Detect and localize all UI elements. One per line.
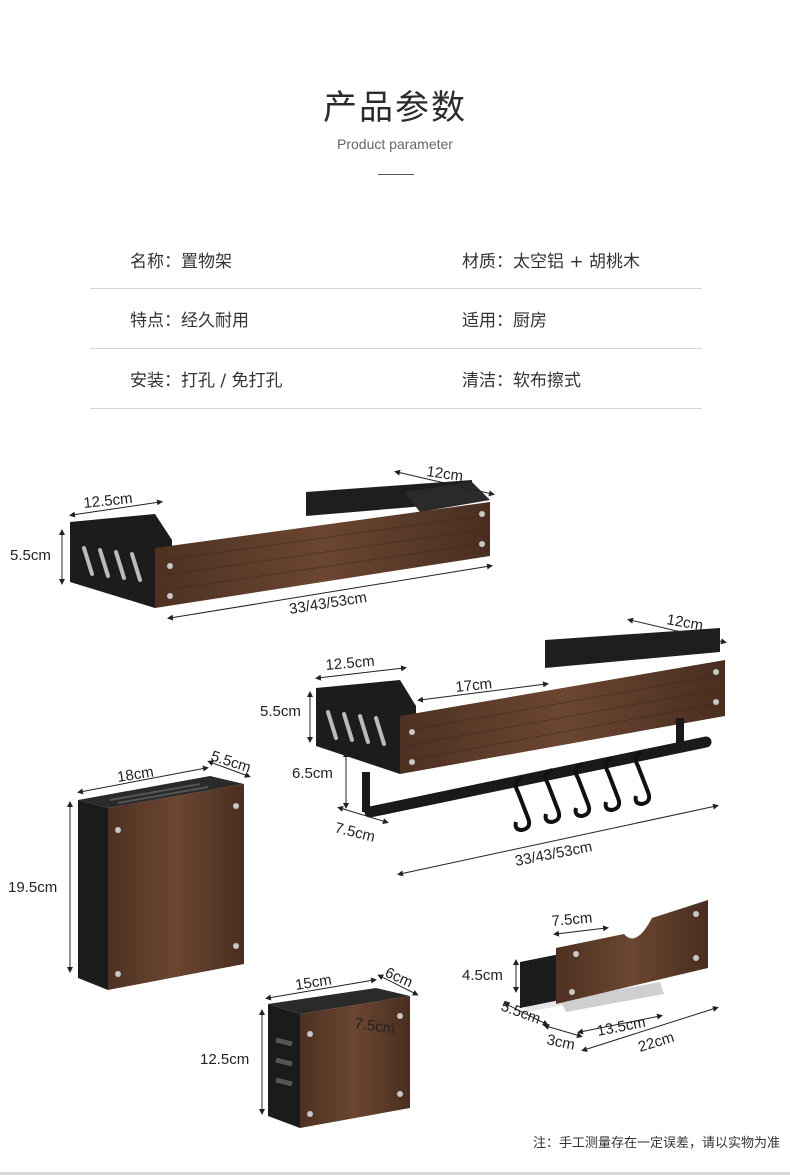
dim-tissue-top: 7.5cm [551, 909, 593, 929]
knife-block [78, 776, 244, 990]
knife-block-wood-front [108, 784, 244, 990]
screw [115, 827, 121, 833]
screw [479, 511, 485, 517]
screw [713, 669, 719, 675]
measurement-note: 注：手工测量存在一定误差，请以实物为准 [532, 1136, 780, 1151]
dim-shelf2-rail-drop: 6.5cm [292, 765, 333, 782]
spec-usage: 适用：厨房 [462, 311, 547, 331]
dim-utensil-depth: 6cm [382, 964, 415, 991]
dim-knife-height: 19.5cm [8, 879, 57, 896]
shelf-2-wood-grain [409, 675, 716, 761]
dim-tissue-lip: 3cm [545, 1031, 576, 1054]
page-title: 产品参数 [323, 88, 467, 128]
screw [693, 955, 699, 961]
screw [409, 729, 415, 735]
dim-shelf2-depth: 12.5cm [325, 653, 375, 674]
dim-knife-width: 18cm [116, 763, 155, 786]
shelf-2-left-side [316, 680, 416, 774]
screw [397, 1013, 403, 1019]
dim-shelf1-depth: 12.5cm [83, 490, 134, 512]
dim-tissue-height: 4.5cm [462, 967, 503, 984]
dim-tissue-inner: 13.5cm [596, 1014, 648, 1040]
tissue-holder [520, 900, 708, 1012]
screw [307, 1031, 313, 1037]
tissue-holder-shelf [560, 982, 664, 1012]
utensil-box-wood-front [300, 996, 410, 1128]
dim-shelf1-length: 33/43/53cm [288, 589, 368, 618]
dim-shelf2-inner: 17cm [455, 675, 493, 696]
spec-cleaning: 清洁：软布擦式 [462, 371, 581, 391]
shelf-2 [316, 628, 725, 833]
title-divider [378, 174, 414, 175]
spec-name: 名称：置物架 [130, 252, 232, 272]
shelf-1 [70, 480, 490, 608]
dim-shelf2-back-depth: 12cm [665, 611, 704, 634]
screw [167, 563, 173, 569]
dim-utensil-width: 15cm [294, 971, 333, 994]
product-dimension-illustration: 12.5cm 12cm 5.5cm 33/43/53cm 12.5cm 17cm… [8, 463, 727, 1128]
spec-row: 特点：经久耐用 适用：厨房 [90, 289, 702, 349]
spec-install: 安装：打孔 / 免打孔 [130, 371, 283, 391]
s-hook [633, 750, 652, 807]
dim-shelf2-length: 33/43/53cm [514, 838, 594, 870]
shelf-1-slots [82, 546, 142, 582]
bottom-divider [0, 1172, 790, 1175]
screw [409, 759, 415, 765]
tissue-holder-wood-front [556, 900, 708, 1004]
shelf-1-wood-front [155, 502, 490, 608]
dim-shelf2-height: 5.5cm [260, 703, 301, 720]
screw [233, 803, 239, 809]
screw [307, 1111, 313, 1117]
knife-block-side [78, 800, 108, 990]
dim-knife-depth: 5.5cm [209, 748, 253, 777]
spec-material: 材质：太空铝 + 胡桃木 [462, 252, 641, 272]
spec-table: 名称：置物架 材质：太空铝 + 胡桃木 特点：经久耐用 适用：厨房 安装：打孔 … [90, 230, 702, 409]
spec-row: 安装：打孔 / 免打孔 清洁：软布擦式 [90, 349, 702, 409]
shelf-1-left-side [70, 514, 172, 608]
screw [397, 1091, 403, 1097]
dim-utensil-inner: 7.5cm [353, 1015, 396, 1038]
screw [693, 911, 699, 917]
dim-shelf1-height: 5.5cm [10, 547, 51, 564]
page-subtitle: Product parameter [337, 136, 453, 152]
dim-shelf2-rail-offset: 7.5cm [333, 819, 377, 845]
screw [115, 971, 121, 977]
spec-feature: 特点：经久耐用 [130, 311, 249, 331]
hanging-rail [364, 736, 712, 818]
tissue-holder-metal [520, 954, 560, 1008]
screw [167, 593, 173, 599]
screw [573, 951, 579, 957]
dim-utensil-height: 12.5cm [200, 1051, 249, 1068]
shelf-2-slots [326, 710, 386, 746]
shelf-2-back [545, 628, 720, 668]
screw [479, 541, 485, 547]
dim-tissue-length: 22cm [636, 1029, 676, 1056]
dim-shelf1-back-depth: 12cm [425, 463, 464, 485]
spec-row: 名称：置物架 材质：太空铝 + 胡桃木 [90, 230, 702, 289]
utensil-box-side [268, 1004, 300, 1128]
utensil-box-slots [275, 1037, 293, 1087]
screw [569, 989, 575, 995]
utensil-box [268, 988, 410, 1128]
screw [713, 699, 719, 705]
screw [233, 943, 239, 949]
